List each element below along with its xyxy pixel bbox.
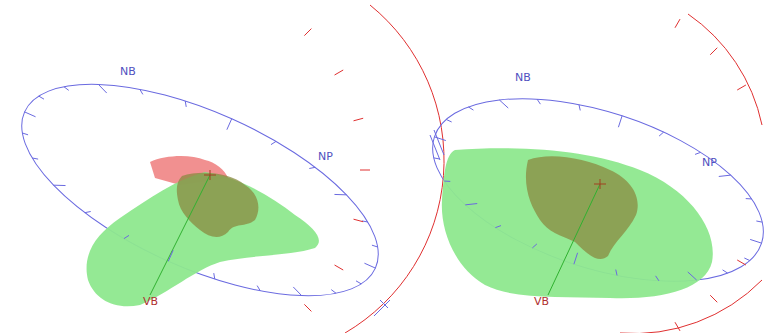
tick [32, 158, 38, 159]
ring-end-mark [430, 130, 444, 160]
tick [372, 245, 378, 247]
direction-label: VB [533, 296, 550, 308]
tick [719, 175, 731, 176]
tick [618, 116, 622, 127]
tick [98, 84, 106, 93]
direction-label: VB [142, 296, 159, 308]
tick [293, 287, 301, 296]
tick [688, 272, 697, 280]
tick [22, 133, 28, 135]
axis-line [150, 175, 210, 295]
direction-label: NB [119, 66, 137, 78]
tick [309, 167, 315, 168]
tick [468, 107, 473, 110]
tick [334, 194, 346, 195]
direction-label: NP [317, 151, 334, 163]
red-arc [345, 5, 444, 333]
tick [746, 198, 752, 199]
tick [750, 239, 761, 243]
green-region [87, 172, 319, 306]
green-region [442, 148, 713, 298]
tick [495, 226, 501, 228]
red-arc [688, 14, 762, 125]
tick [434, 158, 440, 159]
tick [356, 281, 361, 284]
tick [579, 105, 580, 111]
tick [271, 141, 276, 144]
tick [444, 181, 450, 182]
ring-end-mark [374, 300, 390, 316]
horizon-ring [0, 41, 407, 333]
tick [675, 322, 680, 331]
tick [465, 204, 477, 205]
tick [723, 270, 728, 273]
tick [335, 265, 344, 270]
tick [532, 244, 536, 248]
center-mark [594, 179, 606, 189]
tick [304, 29, 311, 36]
direction-label: NB [514, 72, 532, 84]
tick [364, 263, 375, 268]
tick [537, 99, 540, 104]
tick [335, 70, 344, 75]
tick [227, 119, 232, 130]
tick [213, 273, 215, 279]
tick [710, 295, 717, 302]
direction-label: NP [701, 157, 718, 169]
tick [185, 101, 187, 107]
tick [659, 132, 663, 136]
tick [140, 89, 143, 94]
tick [656, 276, 659, 281]
horizon-ring [410, 63, 764, 318]
tick [25, 112, 36, 117]
tick [304, 304, 311, 311]
tick [257, 286, 260, 291]
tick [64, 87, 69, 91]
tick [616, 270, 617, 276]
tick [331, 290, 336, 294]
overlap-region [177, 173, 259, 237]
tick [737, 85, 746, 90]
tick [737, 260, 746, 265]
tick-marks [22, 19, 762, 331]
tick [756, 221, 762, 222]
tick [54, 185, 66, 186]
tick [85, 212, 91, 213]
tick [354, 219, 364, 222]
overlap-region [526, 156, 638, 259]
tick [574, 253, 578, 264]
axis-line [548, 184, 600, 295]
left-view [0, 5, 444, 333]
tick [354, 118, 364, 121]
tick [124, 235, 129, 238]
right-view [410, 14, 764, 333]
tick [675, 19, 680, 28]
tick [168, 250, 173, 261]
tick [360, 170, 370, 171]
tick [39, 96, 44, 99]
tick [434, 137, 445, 141]
tick [695, 152, 701, 154]
tick [744, 258, 749, 261]
tick [499, 100, 508, 108]
tick [710, 48, 717, 55]
center-mark [204, 170, 216, 180]
tick [446, 119, 451, 122]
